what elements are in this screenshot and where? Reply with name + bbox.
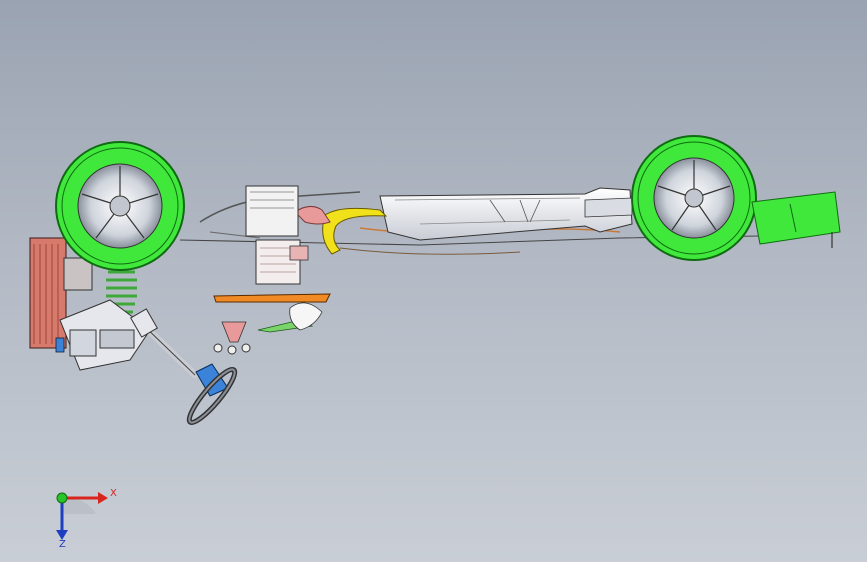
x-axis-label: X [110,488,117,499]
rear-crossmember [751,191,841,248]
steering-assembly [130,308,238,426]
z-axis-label: Z [59,539,66,548]
front-wheel [55,141,185,271]
pedal-box [213,293,331,355]
rear-wheel [631,135,757,261]
x-axis-arrow [98,492,108,504]
front-spring [106,270,137,314]
coordinate-triad: X Z [56,488,117,548]
front-suspension [55,299,151,371]
exhaust-system [379,187,633,241]
z-axis-arrow [56,530,68,540]
intake-pipe [294,206,331,225]
radiator [29,237,93,349]
yellow-pipe [322,207,388,255]
triad-origin [56,492,68,504]
engine-block [245,185,309,285]
